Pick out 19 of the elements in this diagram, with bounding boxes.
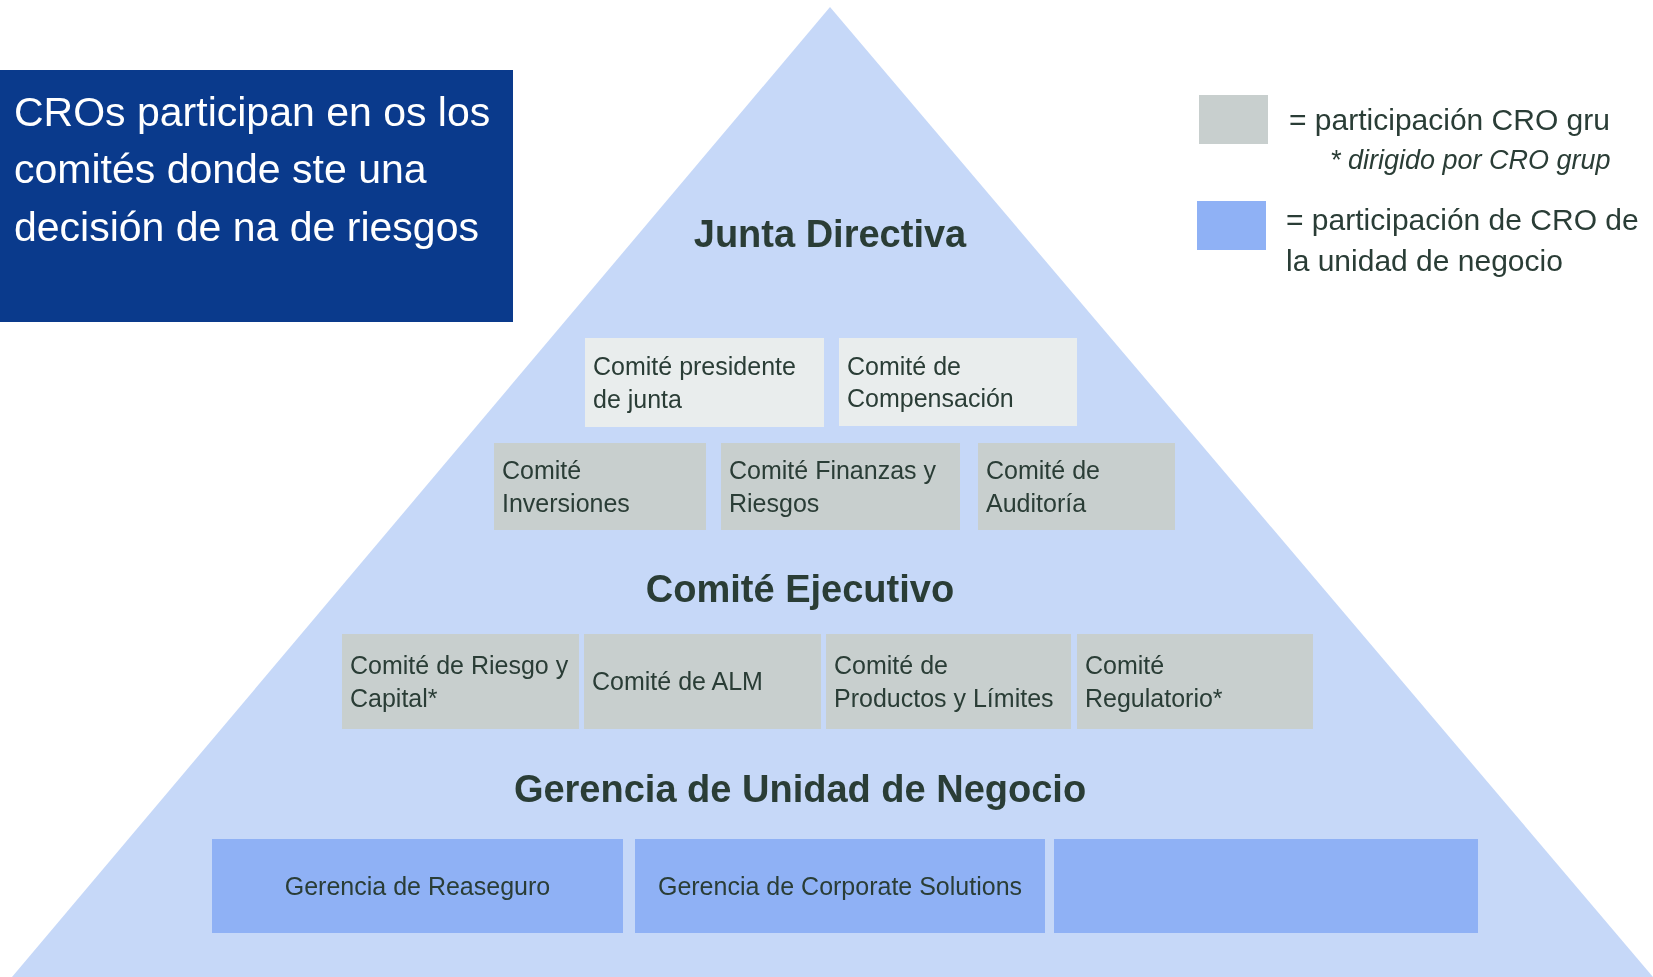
legend-text: = participación de CRO de la unidad de negocio xyxy=(1286,202,1640,279)
group-heading: Comité Ejecutivo xyxy=(644,567,956,612)
unit-box: Gerencia de Reaseguro xyxy=(212,839,623,933)
footnote: * dirigido por CRO grup xyxy=(1330,145,1611,176)
committee-box: Comité Inversiones xyxy=(494,443,706,530)
unit-box: Gerencia de Corporate Solutions xyxy=(635,839,1045,933)
committee-box: Comité de Riesgo y Capital* xyxy=(342,634,579,729)
committee-box: Comité de Compensación xyxy=(839,338,1077,426)
committee-box: Comité Finanzas y Riesgos xyxy=(721,443,960,530)
empty-box xyxy=(1054,839,1478,933)
legend-text: = participación CRO gru xyxy=(1289,102,1611,138)
group-heading: Gerencia de Unidad de Negocio xyxy=(512,767,1088,812)
group-heading: Junta Directiva xyxy=(692,212,968,257)
committee-box: Comité de Auditoría xyxy=(978,443,1175,530)
note-panel: CROs participan en os los comités donde ste una decisión de na de riesgos xyxy=(0,70,513,322)
committee-box: Comité Regulatorio* xyxy=(1077,634,1313,729)
committee-box: Comité presidente de junta xyxy=(585,338,824,427)
committee-box: Comité de Productos y Límites xyxy=(826,634,1071,729)
committee-box: Comité de ALM xyxy=(584,634,821,729)
